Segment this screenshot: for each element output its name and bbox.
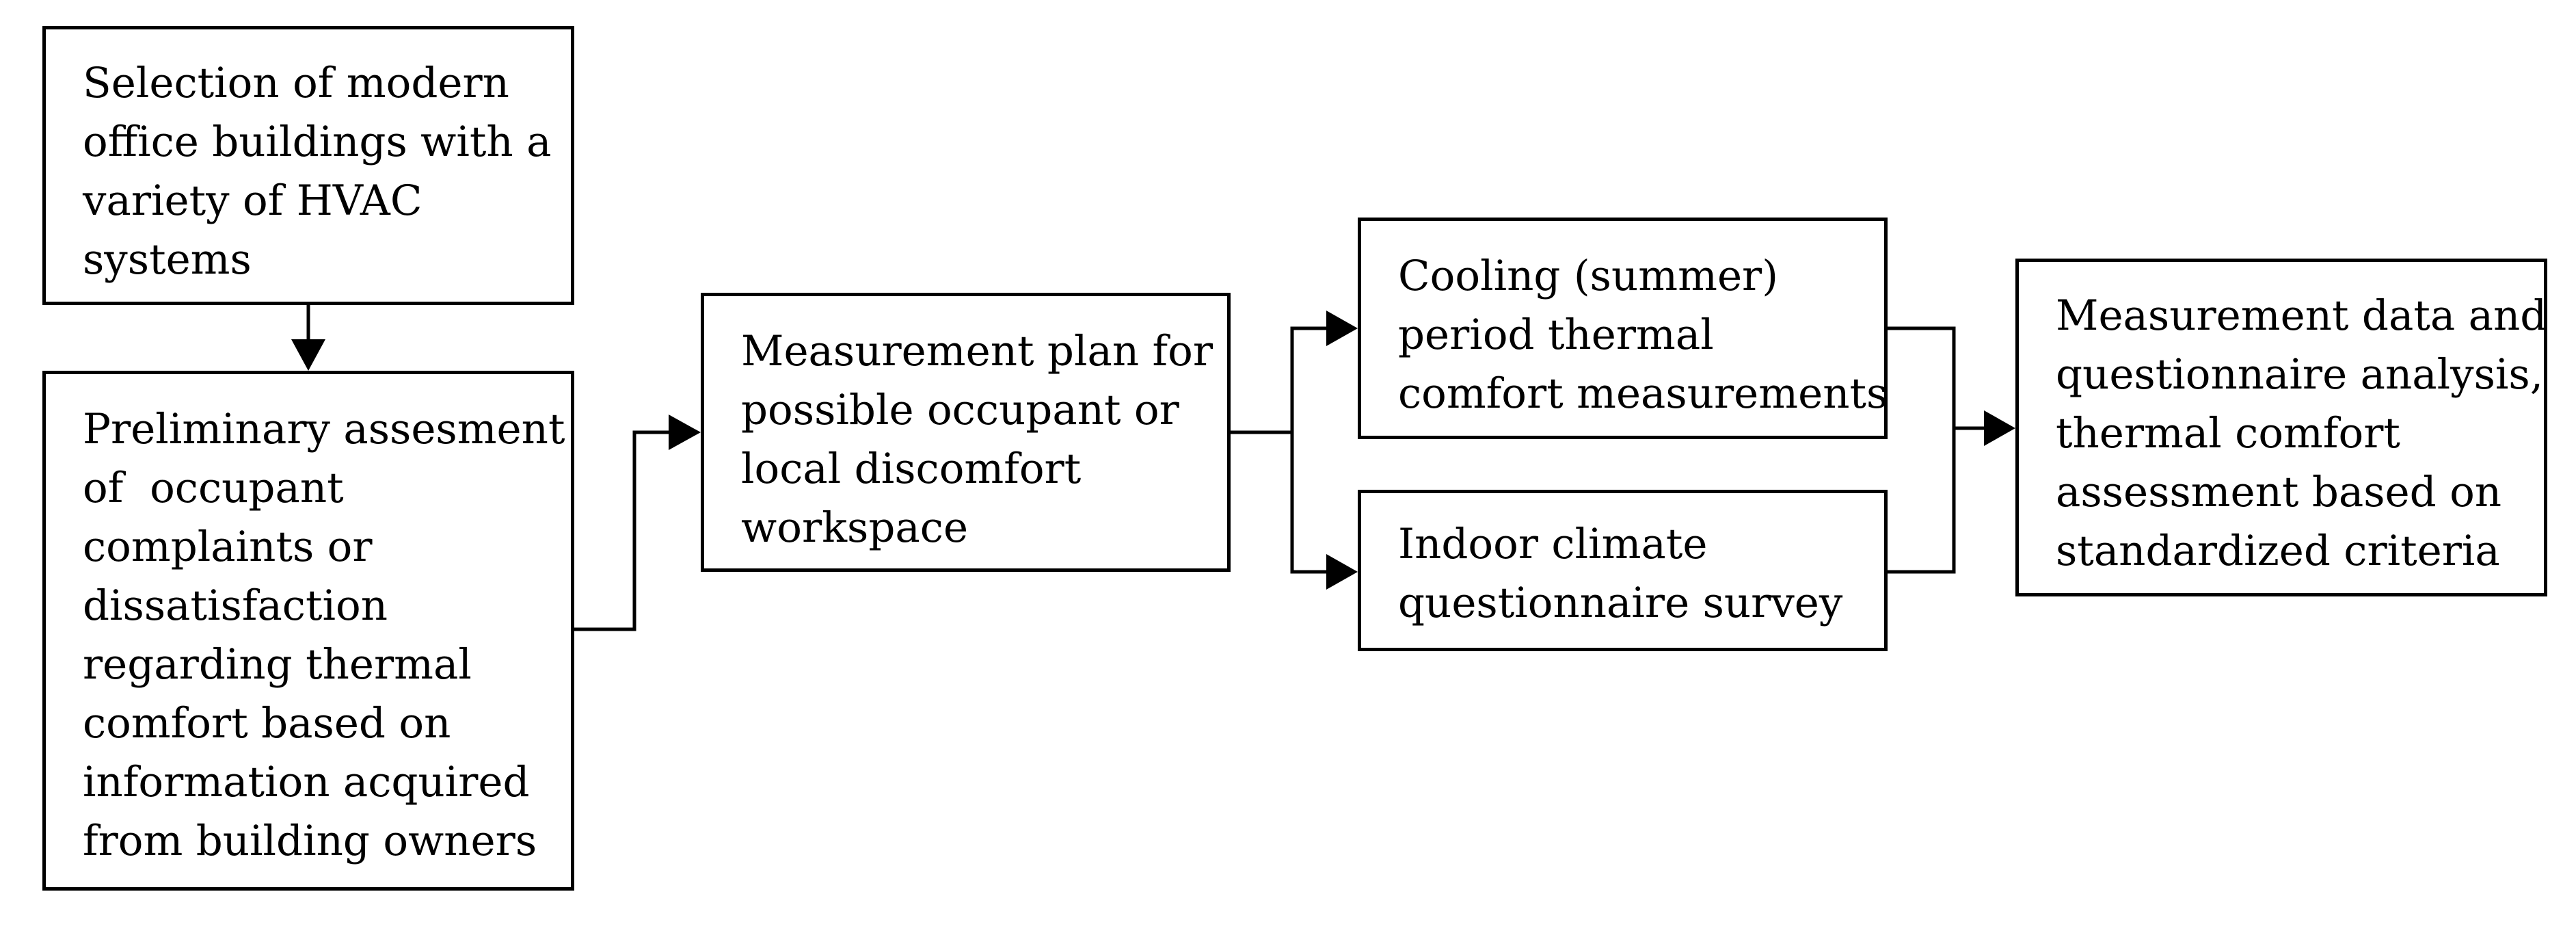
box-text-line: office buildings with a: [83, 118, 552, 166]
box-text-line: Preliminary assesment: [83, 405, 565, 454]
box-text-line: Measurement plan for: [741, 327, 1213, 376]
box-preliminary-assessment: Preliminary assesment of occupant compla…: [42, 371, 574, 891]
box-text-line: workspace: [741, 503, 969, 552]
box-text-line: systems: [83, 235, 252, 284]
box-cooling-measurements: Cooling (summer) period thermal comfort …: [1358, 218, 1888, 439]
box-text-line: complaints or: [83, 523, 373, 571]
box-questionnaire-survey: Indoor climate questionnaire survey: [1358, 490, 1888, 651]
arrowhead-right-icon: [1984, 410, 2015, 446]
box-text-line: comfort measurements: [1398, 369, 1888, 418]
box-text-line: information acquired: [83, 758, 530, 806]
box-text-line: Indoor climate: [1398, 520, 1708, 568]
arrowhead-right-icon: [1326, 554, 1358, 590]
box-text-line: standardized criteria: [2056, 527, 2500, 575]
box-text-line: assessment based on: [2056, 468, 2502, 516]
box-text-line: comfort based on: [83, 699, 451, 748]
connector-split-to-questionnaire: [1290, 432, 1328, 574]
box-text-line: Cooling (summer): [1398, 252, 1778, 300]
box-text-line: local discomfort: [741, 445, 1082, 493]
box-text-line: regarding thermal: [83, 640, 472, 689]
box-measurement-plan: Measurement plan for possible occupant o…: [701, 293, 1231, 572]
box-text-line: period thermal: [1398, 311, 1714, 359]
arrowhead-right-icon: [669, 415, 701, 450]
box-text-line: Measurement data and: [2056, 291, 2547, 340]
box-text-line: questionnaire survey: [1398, 579, 1843, 627]
box-text-line: of occupant: [83, 464, 344, 512]
box-text-line: variety of HVAC: [83, 176, 422, 225]
box-text-line: possible occupant or: [741, 386, 1179, 434]
connector-cooling-to-merge: [1888, 326, 1956, 574]
box-text-line: questionnaire analysis,: [2056, 350, 2544, 399]
box-text-line: thermal comfort: [2056, 409, 2400, 458]
box-text-line: dissatisfaction: [83, 581, 388, 630]
arrowhead-down-icon: [291, 339, 325, 371]
arrowhead-right-icon: [1326, 311, 1358, 346]
box-text-line: Selection of modern: [83, 59, 509, 107]
box-text-line: from building owners: [83, 817, 537, 865]
box-selection: Selection of modern office buildings wit…: [42, 26, 574, 305]
connector-split-to-cooling: [1290, 326, 1328, 432]
connector-preliminary-to-plan: [574, 430, 670, 631]
box-data-analysis: Measurement data and questionnaire analy…: [2015, 259, 2547, 596]
